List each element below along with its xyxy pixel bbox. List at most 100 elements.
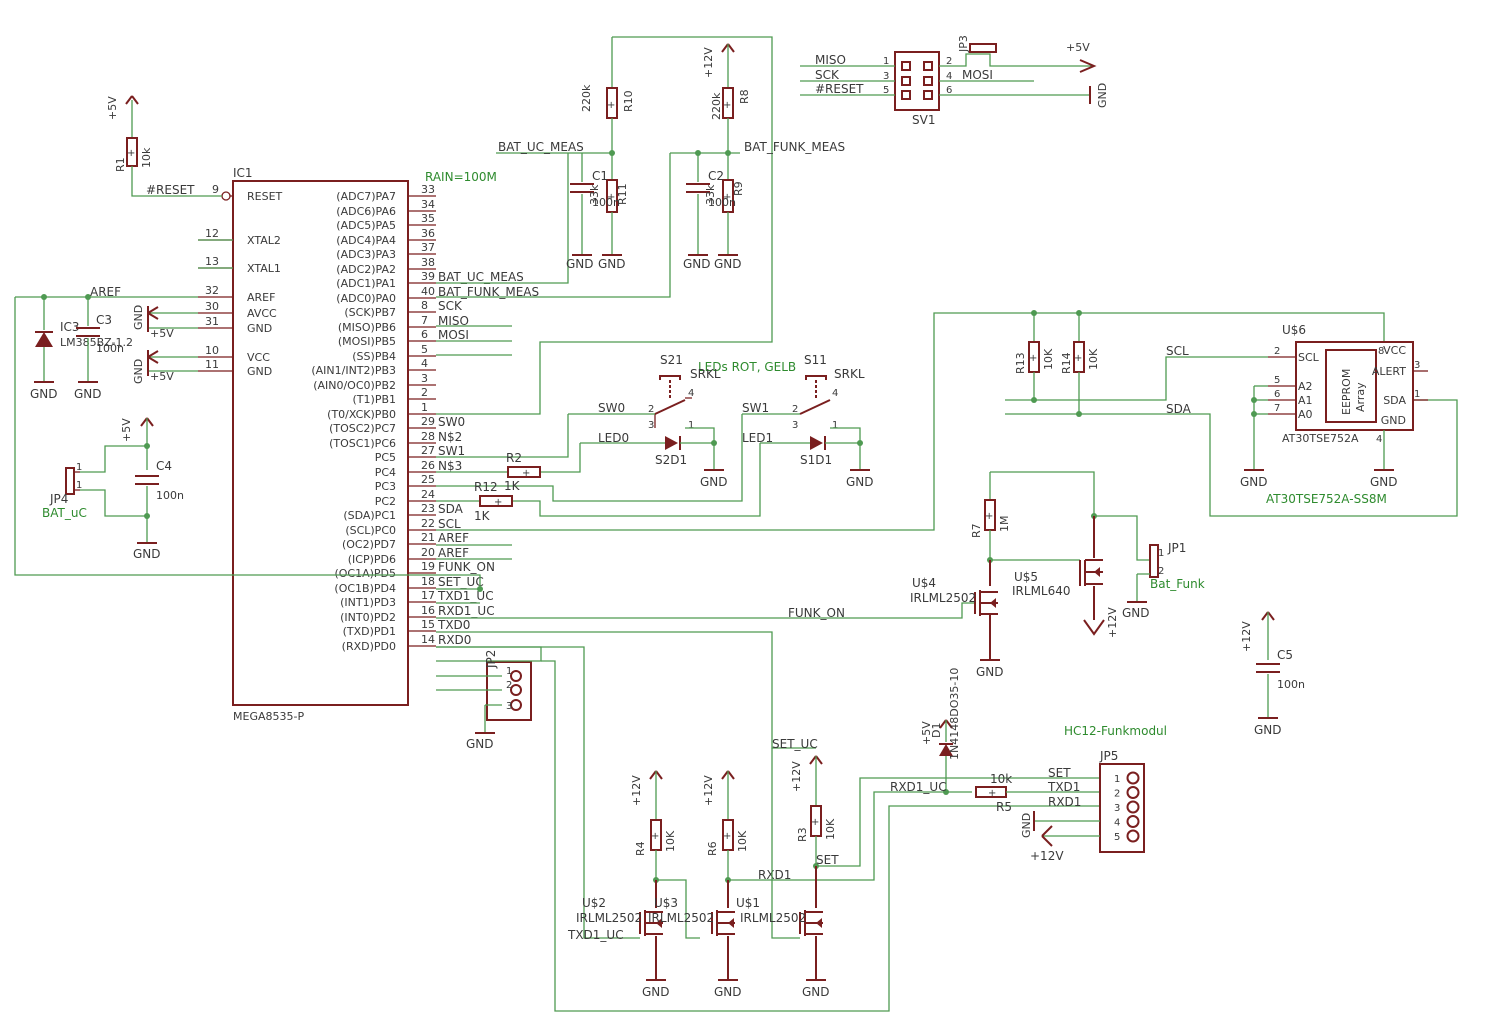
ic1-net-22: SCL — [438, 517, 461, 531]
ic1-pin-25-name: PC3 — [375, 480, 396, 493]
r9-name: R9 — [732, 181, 745, 196]
u4-value: IRLML2502 — [910, 591, 976, 605]
svg-text:4: 4 — [688, 388, 694, 399]
vcc-5v-label: +5V — [150, 370, 174, 383]
ic1-net-6: MOSI — [438, 328, 469, 342]
set-uc-net: SET_UC — [772, 737, 818, 751]
reset-inverter-bubble — [221, 191, 231, 201]
u6-value: AT30TSE752A — [1282, 432, 1359, 445]
c5-12v-label: +12V — [1240, 621, 1253, 652]
d1-name: D1 — [930, 723, 943, 738]
sv1-pin3: 3 — [883, 71, 889, 82]
ic1-net-17: TXD1_UC — [437, 589, 494, 603]
u3-name: U$3 — [654, 896, 678, 910]
u6-inner2: Array — [1354, 382, 1367, 412]
c5-name: C5 — [1277, 648, 1293, 662]
s21-name: S21 — [660, 353, 683, 367]
u1-name: U$1 — [736, 896, 760, 910]
r11-gnd: GND — [598, 257, 626, 271]
ic1-pin-20-name: (ICP)PD6 — [348, 553, 396, 566]
ic1-pin-23-name: (SDA)PC1 — [343, 509, 396, 522]
ic1-pin-7-name: (MISO)PB6 — [338, 321, 396, 334]
ic1-pin-16-num: 16 — [421, 604, 435, 617]
u6-pin-1-name: SDA — [1383, 394, 1406, 407]
ic1-pin-40-num: 40 — [421, 285, 435, 298]
u6-pin-7-num: 7 — [1274, 403, 1280, 414]
ic1-right-pins: 33(ADC7)PA734(ADC6)PA635(ADC5)PA536(ADC4… — [311, 183, 539, 653]
ic1-pin-26-num: 26 — [421, 459, 435, 472]
jp5-txd1: TXD1 — [1047, 780, 1080, 794]
jp4-value: BAT_uC — [42, 506, 87, 520]
jp2-gnd: GND — [466, 737, 494, 751]
ic1-pin-14-name: (RXD)PD0 — [342, 640, 396, 653]
c5-gnd: GND — [1254, 723, 1282, 737]
svg-text:+: + — [1029, 353, 1037, 364]
funk-power-switch: FUNK_ON + R7 1M U$4 IRLML2502 GND U$5 IR… — [436, 471, 1205, 679]
u1-value: IRLML2502 — [740, 911, 806, 925]
ic1-pin-3-num: 3 — [421, 372, 428, 385]
u1b-gnd: GND — [714, 985, 742, 999]
bat-funk-meas-label: BAT_FUNK_MEAS — [744, 140, 845, 154]
s11-gnd: GND — [846, 475, 874, 489]
ic1-pin-11-name: GND — [247, 365, 272, 378]
ic1-pin-14-num: 14 — [421, 633, 435, 646]
ic1-pin-29-num: 29 — [421, 415, 435, 428]
ic1-name: IC1 — [233, 166, 253, 180]
s21-gnd: GND — [700, 475, 728, 489]
r13-name: R13 — [1014, 352, 1027, 374]
ic1-net-27: SW1 — [438, 444, 465, 458]
ic1-pin-39-name: (ADC1)PA1 — [336, 277, 396, 290]
ic1-pin-3-name: (AIN0/OC0)PB2 — [313, 379, 396, 392]
u6-pin-3-name: ALERT — [1372, 365, 1406, 378]
sv1-name: SV1 — [912, 113, 935, 127]
jp2-pin2: 2 — [506, 680, 512, 691]
sv1-miso: MISO — [815, 53, 846, 67]
u6-pin-5-num: 5 — [1274, 375, 1280, 386]
r5-value: 10k — [990, 772, 1012, 786]
ic1-pin-24-name: PC2 — [375, 495, 396, 508]
d1-value: 1N4148DO35-10 — [948, 668, 961, 760]
ic1-pin-28-name: (TOSC1)PC6 — [329, 437, 396, 450]
ic1-pin-30-num: 30 — [205, 300, 219, 313]
jp5-pin-1-num: 1 — [1114, 774, 1120, 785]
ic1-pin-4-num: 4 — [421, 357, 428, 370]
ic1-pin-25-num: 25 — [421, 473, 435, 486]
jp5-pin-3 — [1126, 800, 1140, 814]
jp5-pin-1 — [1126, 771, 1140, 785]
r14-value: 10K — [1087, 348, 1100, 370]
ic1-net-7: MISO — [438, 314, 469, 328]
c4-value: 100n — [156, 489, 184, 502]
ic1-pin-10-name: VCC — [247, 351, 270, 364]
ic1-pin-39-num: 39 — [421, 270, 435, 283]
r8-value: 220k — [710, 92, 723, 120]
ic1-mega8535: IC1 MEGA8535-P 9RESET12XTAL213XTAL132ARE… — [198, 166, 539, 723]
ic1-net-19: FUNK_ON — [438, 560, 495, 574]
ic1-pin-40-name: (ADC0)PA0 — [336, 292, 396, 305]
rxd1-uc-net: RXD1_UC — [890, 780, 947, 794]
ic1-pin-28-num: 28 — [421, 430, 435, 443]
c1-name: C1 — [592, 169, 608, 183]
ic1-net-16: RXD1_UC — [438, 604, 495, 618]
svg-text:2: 2 — [648, 404, 654, 415]
u6-pin-8-name: VCC — [1383, 344, 1406, 357]
ic1-net-26: N$3 — [438, 459, 462, 473]
c2-value: 100n — [708, 196, 736, 209]
aref-section: AREF IC3 LM385BZ-1.2 GND C3 100n GND — [14, 285, 483, 592]
txd1-uc-net: TXD1_UC — [567, 928, 624, 942]
ic3-name: IC3 — [60, 320, 80, 334]
ic1-net-8: SCK — [438, 299, 463, 313]
ic1-pin-12-num: 12 — [205, 227, 219, 240]
sw0-label: SW0 — [598, 401, 625, 415]
ic1-pin-13-name: XTAL1 — [247, 262, 281, 275]
ic1-net-20: AREF — [438, 546, 469, 560]
ic1-pin-17-name: (INT1)PD3 — [340, 596, 396, 609]
reset-net-label: #RESET — [146, 183, 195, 197]
ic1-pin-35-num: 35 — [421, 212, 435, 225]
jp5-name: JP5 — [1099, 749, 1118, 763]
u3-value: IRLML2502 — [648, 911, 714, 925]
hc12-module: +5V D1 1N4148DO35-10 RXD1_UC + 10k R5 HC… — [890, 668, 1167, 863]
r3-name: R3 — [796, 827, 809, 842]
jp4-pin2: 1 — [76, 462, 82, 473]
c2-gnd: GND — [683, 257, 711, 271]
r6-name: R6 — [706, 841, 719, 856]
